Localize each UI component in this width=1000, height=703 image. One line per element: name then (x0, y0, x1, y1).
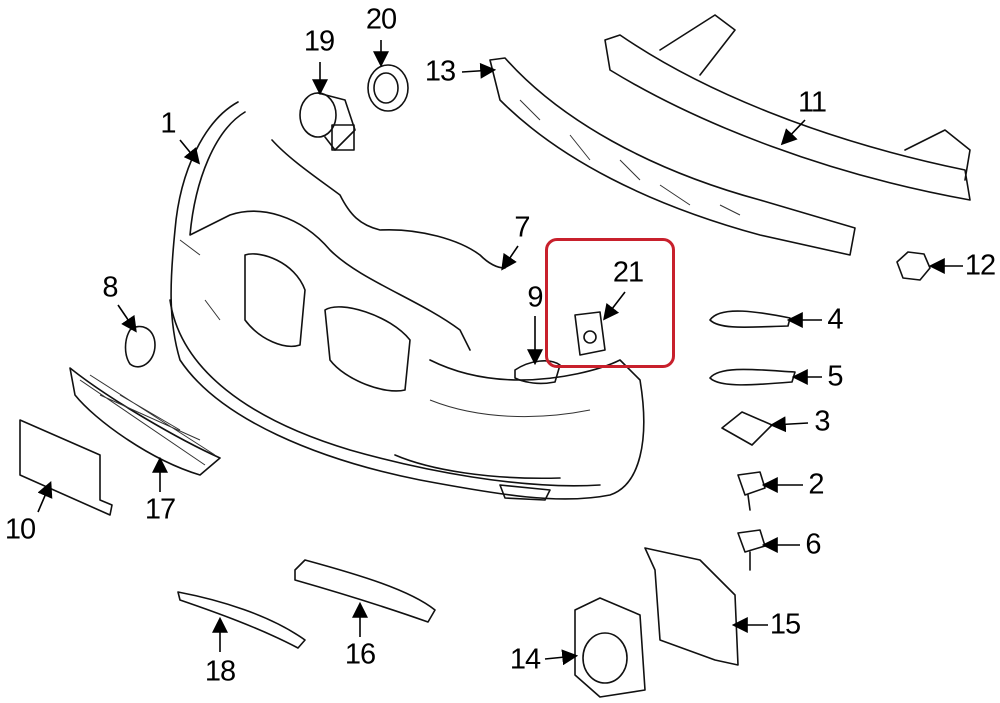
tow-cap-part (124, 325, 156, 368)
sensor-ring-part (367, 64, 409, 112)
callout-4: 4 (827, 303, 843, 336)
trim-strip-part (271, 139, 506, 269)
callout-7: 7 (514, 211, 530, 244)
callout-6: 6 (805, 528, 821, 561)
lower-grille-part (69, 367, 221, 476)
highlight-box (545, 238, 675, 368)
callout-17: 17 (144, 493, 176, 526)
energy-absorber-part (489, 57, 856, 256)
callout-5: 5 (827, 360, 843, 393)
radar-sensor-part (574, 597, 646, 698)
bumper-cover-part (169, 101, 645, 501)
reinforcement-bar-part (604, 34, 971, 201)
callout-14: 14 (509, 643, 541, 676)
bracket-part (574, 311, 606, 356)
callout-16: 16 (344, 638, 376, 671)
bolt-6-part (737, 529, 766, 571)
park-sensor-part (299, 92, 356, 151)
trim-16-part (294, 559, 436, 623)
callout-9: 9 (527, 281, 543, 314)
side-bracket-5-part (709, 368, 796, 386)
leader-arrows (37, 40, 963, 666)
callout-18: 18 (204, 655, 236, 688)
control-module-part (644, 547, 739, 666)
callout-20: 20 (365, 3, 397, 36)
callout-19: 19 (303, 25, 335, 58)
callout-8: 8 (102, 271, 118, 304)
clip-part (721, 411, 773, 446)
trim-18-part (177, 591, 306, 649)
callout-15: 15 (769, 608, 801, 641)
callout-12: 12 (964, 249, 996, 282)
callout-3: 3 (814, 405, 830, 438)
callout-1: 1 (160, 107, 176, 140)
nut-part (896, 251, 931, 281)
bolt-2-part (737, 471, 766, 511)
callout-21: 21 (612, 256, 644, 289)
callout-11: 11 (797, 86, 827, 119)
license-plate-bracket-part (19, 419, 113, 516)
side-bracket-4-part (709, 310, 791, 328)
callout-2: 2 (808, 468, 824, 501)
callout-10: 10 (4, 513, 36, 546)
callout-13: 13 (424, 55, 456, 88)
